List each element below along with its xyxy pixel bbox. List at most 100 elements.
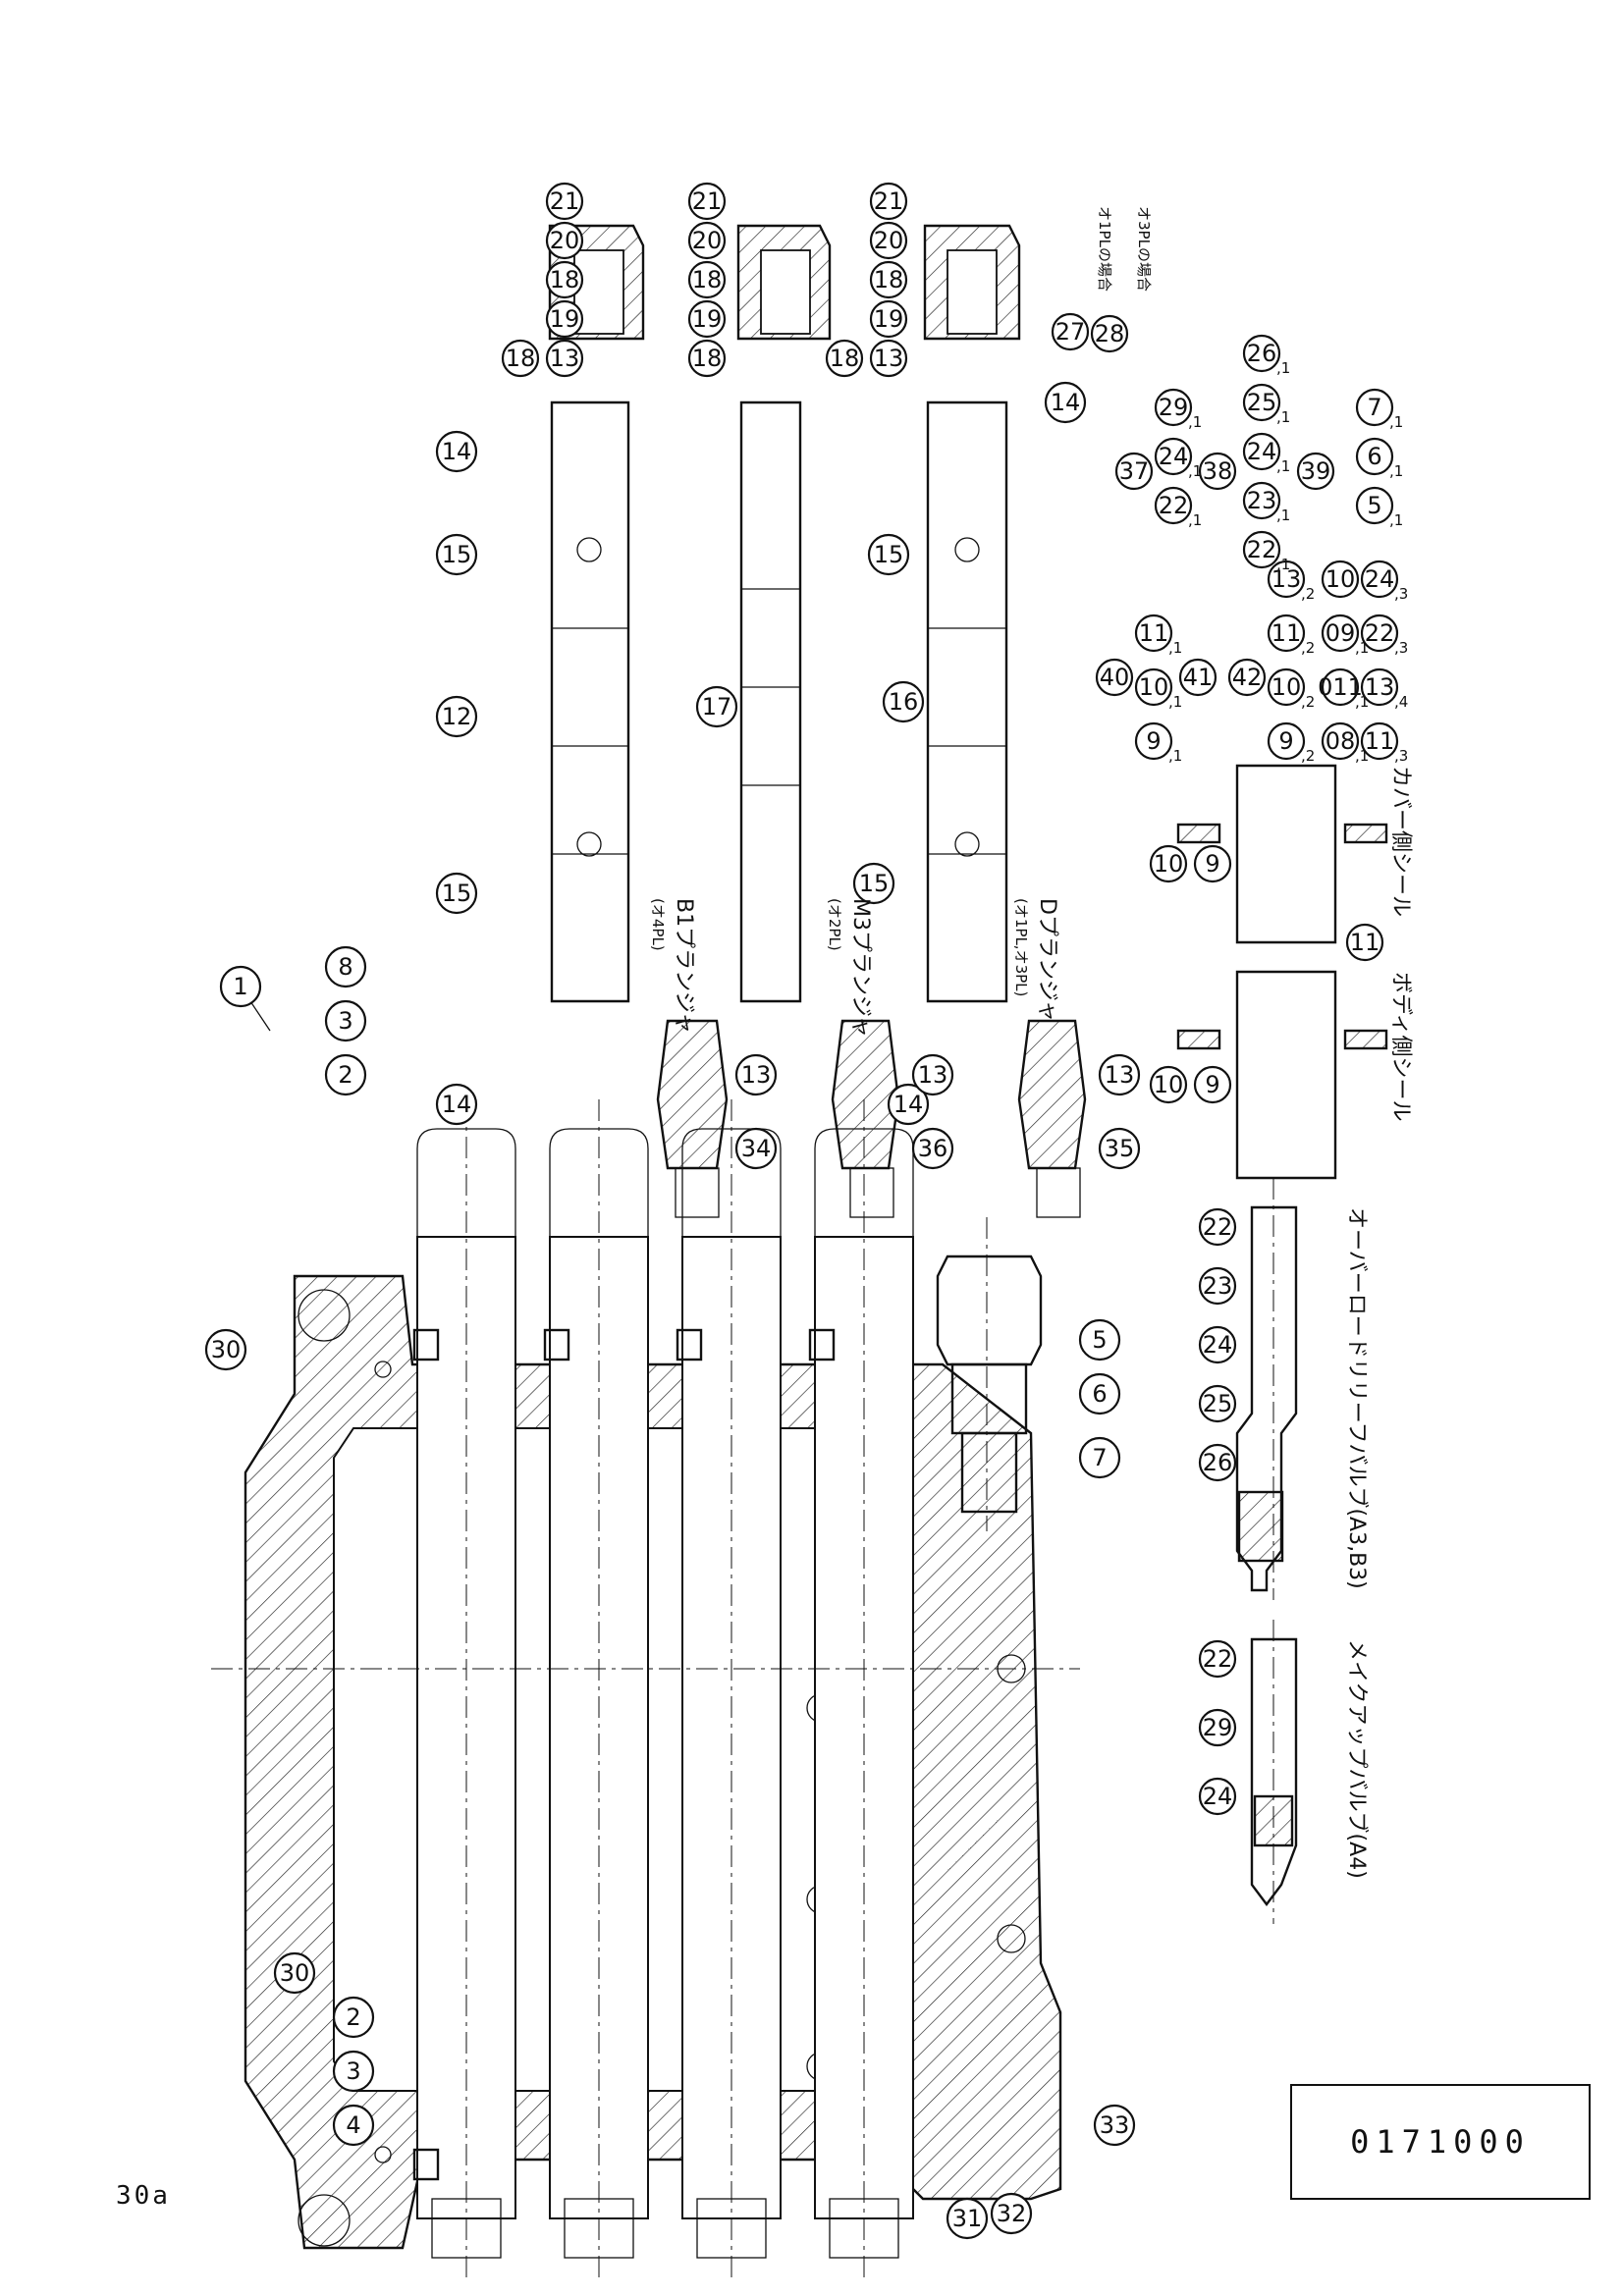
callout-bubble: 4	[332, 2104, 375, 2147]
svg-text:14: 14	[1051, 389, 1081, 416]
callout-bubble: 9	[1193, 844, 1232, 883]
callouts-relief: 22 23 24 25 26	[1198, 1207, 1237, 1482]
svg-text:18: 18	[830, 345, 860, 372]
callout-bubble: 13	[1267, 560, 1306, 599]
callout-bubble: 30	[204, 1328, 247, 1371]
callout-bubble: 17	[695, 685, 738, 728]
svg-text:08: 08	[1325, 727, 1356, 755]
svg-text:011: 011	[1318, 673, 1363, 701]
callout-bubble: 9	[1193, 1065, 1232, 1104]
svg-text:,2: ,2	[1301, 639, 1315, 657]
callout-bubble: 26	[1242, 334, 1281, 373]
svg-text:3: 3	[338, 1007, 352, 1035]
svg-text:2: 2	[338, 1061, 352, 1089]
svg-text:21: 21	[874, 187, 904, 215]
callout-bubble: 6	[1078, 1372, 1121, 1415]
callout-bubble: 35	[1098, 1127, 1141, 1170]
svg-text:33: 33	[1100, 2111, 1130, 2139]
svg-text:11: 11	[1350, 929, 1380, 956]
svg-text:5: 5	[1092, 1326, 1107, 1354]
svg-text:,1: ,1	[1168, 639, 1182, 657]
svg-text:,1: ,1	[1188, 511, 1202, 529]
svg-text:8: 8	[338, 953, 352, 981]
svg-text:,1: ,1	[1276, 457, 1290, 475]
label-seal-body-side: ボディ側シール	[1388, 972, 1413, 1121]
callout-bubble: 1	[219, 965, 262, 1008]
callout-bubble: 25	[1242, 383, 1281, 422]
callout-bubble: 23	[1198, 1266, 1237, 1306]
callout-bubble: 09	[1321, 614, 1360, 653]
svg-text:09: 09	[1325, 619, 1356, 647]
callouts-makeup: 22 29 24	[1198, 1639, 1237, 1816]
callout-bubble: 11	[1360, 721, 1399, 761]
svg-text:9: 9	[1278, 727, 1293, 755]
callout-bubble: 22	[1198, 1639, 1237, 1679]
callout-bubble: 20	[687, 221, 727, 260]
svg-text:,2: ,2	[1301, 747, 1315, 765]
callout-bubble: 29	[1154, 388, 1193, 427]
callout-bubble: 22	[1360, 614, 1399, 653]
callout-bubble: 2	[332, 1996, 375, 2039]
callout-bubble: 9	[1267, 721, 1306, 761]
svg-text:32: 32	[997, 2200, 1027, 2227]
callout-bubble: 13	[1098, 1053, 1141, 1096]
callout-bubble: 33	[1093, 2104, 1136, 2147]
callout-bubble: 011	[1318, 667, 1363, 707]
callouts-seals: 9 10 9 10 11	[1149, 844, 1384, 1104]
svg-text:,3: ,3	[1394, 747, 1408, 765]
callout-bubble: 38	[1198, 452, 1237, 491]
svg-text:21: 21	[692, 187, 723, 215]
callout-bubble: 39	[1296, 452, 1335, 491]
callout-bubble: 30	[273, 1951, 316, 1995]
callout-bubble: 20	[869, 221, 908, 260]
svg-text:13: 13	[1365, 673, 1395, 701]
callout-bubble: 31	[946, 2197, 989, 2240]
label-plunger-d-sub: (オ1PL,オ3PL)	[1012, 898, 1030, 996]
callout-bubble: 13	[869, 339, 908, 378]
svg-text:9: 9	[1146, 727, 1161, 755]
callouts-sets: 40 9 10 11 41 42 9 10 11 13 08 011 09 10…	[1095, 334, 1399, 761]
svg-text:,1: ,1	[1355, 639, 1369, 657]
callout-bubble: 08	[1321, 721, 1360, 761]
callout-bubble: 24	[1198, 1325, 1237, 1364]
callout-bubble: 2	[324, 1053, 367, 1096]
callout-bubble: 22	[1242, 530, 1281, 569]
callout-bubble: 10	[1149, 844, 1188, 883]
svg-text:,2: ,2	[1301, 693, 1315, 711]
svg-text:21: 21	[550, 187, 580, 215]
callout-bubble: 18	[825, 339, 864, 378]
svg-text:24: 24	[1159, 443, 1189, 470]
callout-bubble: 32	[990, 2192, 1033, 2235]
callout-bubble: 23	[1242, 481, 1281, 520]
callout-bubble: 27	[1051, 312, 1090, 351]
callout-text: 1	[233, 973, 247, 1000]
svg-text:15: 15	[442, 880, 472, 907]
svg-text:18: 18	[692, 345, 723, 372]
callout-bubble: 28	[1090, 314, 1129, 353]
svg-text:,1: ,1	[1355, 747, 1369, 765]
svg-text:,4: ,4	[1394, 693, 1408, 711]
svg-text:31: 31	[952, 2205, 983, 2232]
svg-text:,1: ,1	[1389, 413, 1403, 431]
svg-text:18: 18	[506, 345, 536, 372]
svg-text:29: 29	[1203, 1714, 1233, 1741]
svg-text:24: 24	[1203, 1331, 1233, 1359]
label-plunger-m3-sub: (オ2PL)	[826, 898, 843, 951]
label-plunger-m3: M3プランジャ	[848, 898, 873, 1038]
svg-text:,3: ,3	[1394, 585, 1408, 603]
svg-text:24: 24	[1247, 438, 1277, 465]
svg-text:36: 36	[918, 1135, 948, 1162]
label-makeup-valve: メイクアップバルブ(A4)	[1344, 1639, 1369, 1879]
svg-text:39: 39	[1301, 457, 1331, 485]
callout-bubble: 11	[1134, 614, 1173, 653]
svg-text:24: 24	[1203, 1783, 1233, 1810]
callout-bubble: 40	[1095, 658, 1134, 697]
svg-text:6: 6	[1092, 1380, 1107, 1408]
svg-text:18: 18	[874, 266, 904, 294]
label-seal-cover-side: カバー側シール	[1388, 766, 1413, 917]
svg-text:,1: ,1	[1355, 693, 1369, 711]
svg-text:22: 22	[1159, 492, 1189, 519]
callout-bubble: 42	[1227, 658, 1267, 697]
svg-text:7: 7	[1092, 1444, 1107, 1471]
svg-text:42: 42	[1232, 664, 1263, 691]
